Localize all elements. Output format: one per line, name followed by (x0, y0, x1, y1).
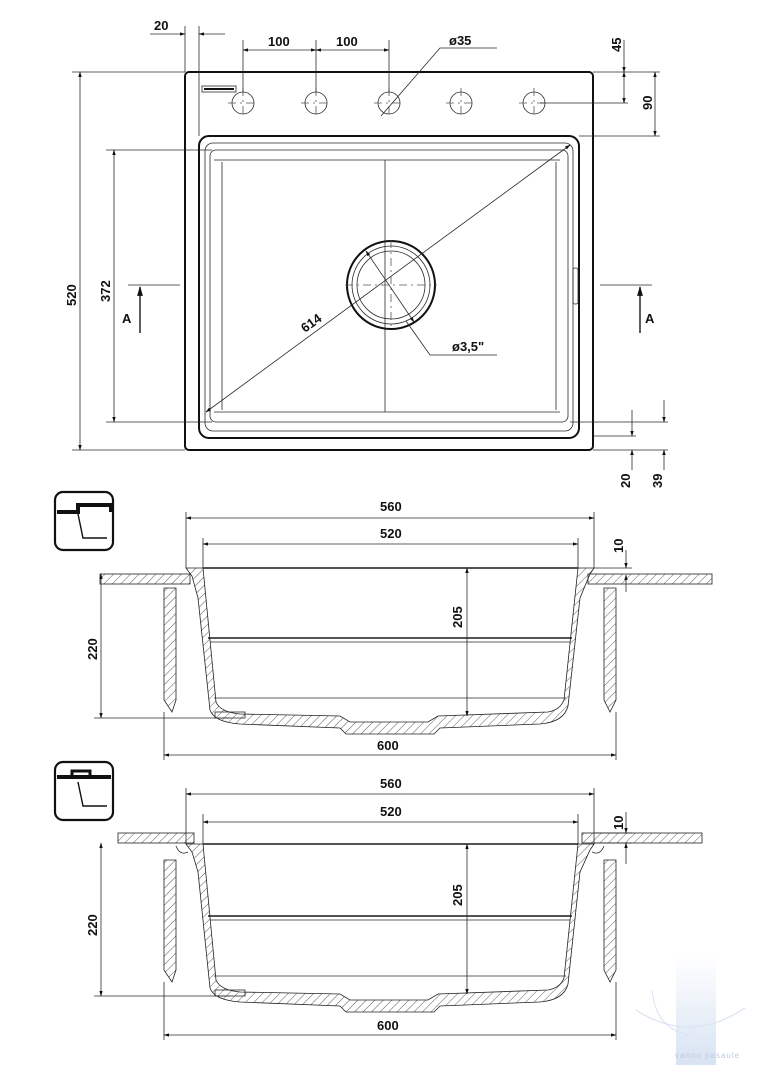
dim-cabinet-width-1: 600 (377, 738, 399, 753)
dim-total-depth-2: 220 (85, 914, 100, 936)
accessory-plate (201, 85, 237, 93)
section-mark-right: A (645, 311, 655, 326)
dim-bottom-20: 20 (618, 474, 633, 488)
top-view: 614 ø3,5" ø35 20 100 100 45 90 (64, 18, 668, 488)
countertop-left (99, 573, 191, 585)
tap-holes (228, 88, 549, 118)
watermark-text-span: vannu pasaule (675, 1051, 740, 1060)
dim-diagonal: 614 (298, 310, 325, 335)
dim-inner-width-1: 520 (380, 526, 402, 541)
dim-outer-width-2: 560 (380, 776, 402, 791)
sink-outline (184, 71, 594, 451)
dim-total-depth-1: 220 (85, 638, 100, 660)
dim-overall-height: 520 (64, 284, 79, 306)
dim-rim-1: 10 (611, 539, 626, 553)
dim-drain: ø3,5" (452, 339, 484, 354)
dim-bottom-39: 39 (650, 474, 665, 488)
bowl-outline (198, 135, 580, 439)
dim-offset-left: 20 (154, 18, 168, 33)
countertop-right (587, 573, 713, 585)
dim-bowl-depth-1: 205 (450, 606, 465, 628)
section-inset: 560 520 10 205 220 600 (85, 499, 713, 760)
dim-spacing-2: 100 (336, 34, 358, 49)
section-mark-left: A (122, 311, 132, 326)
overflow-slot (572, 267, 579, 305)
dim-outer-width-1: 560 (380, 499, 402, 514)
countertop-left-2 (117, 832, 195, 844)
mount-icon-topmount (53, 760, 115, 822)
watermark-text: vannu pasaule (675, 1051, 740, 1060)
dim-inner-width-2: 520 (380, 804, 402, 819)
countertop-right-2 (581, 832, 703, 844)
dim-spacing-1: 100 (268, 34, 290, 49)
dim-cabinet-width-2: 600 (377, 1018, 399, 1033)
dim-top-edge: 45 (609, 38, 624, 52)
mount-icon-inset (53, 490, 115, 552)
watermark-logo: vannu pasaule (635, 955, 746, 1065)
drain (345, 240, 437, 330)
dim-bowl-depth-2: 205 (450, 884, 465, 906)
dim-hole-row: 90 (640, 96, 655, 110)
dim-hole-diameter: ø35 (449, 33, 471, 48)
section-topmount: 560 520 10 205 220 600 (85, 776, 703, 1040)
dim-rim-2: 10 (611, 816, 626, 830)
dim-bowl-height: 372 (98, 280, 113, 302)
